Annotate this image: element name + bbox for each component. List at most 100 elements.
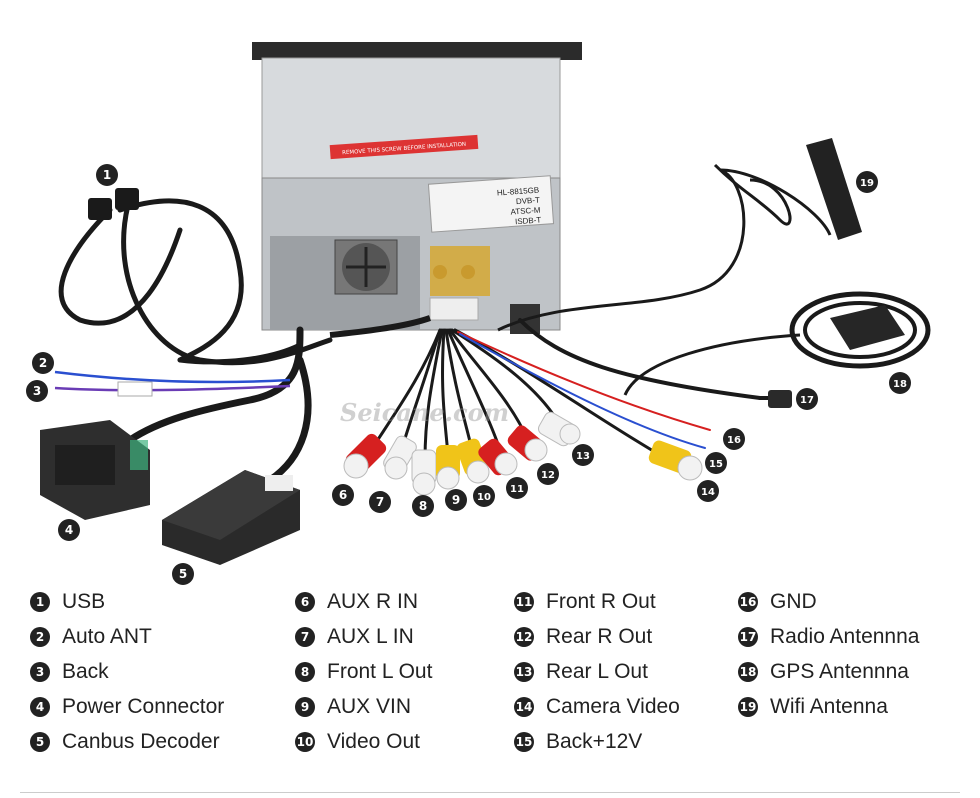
legend-item-18: 18 GPS Antennna: [738, 658, 909, 686]
rca-cables: [366, 318, 772, 462]
svg-text:4: 4: [65, 523, 73, 537]
legend-label: Auto ANT: [62, 625, 152, 648]
legend-label: GPS Antennna: [770, 660, 909, 683]
svg-text:9: 9: [452, 493, 460, 507]
legend-item-8: 8 Front L Out: [295, 658, 432, 686]
legend-number: 16: [738, 592, 758, 612]
callout-14: 14: [697, 480, 719, 502]
power-connector-icon: [40, 420, 150, 520]
legend-item-1: 1 USB: [30, 588, 105, 616]
legend-number: 7: [295, 627, 315, 647]
legend-number: 18: [738, 662, 758, 682]
legend-number: 10: [295, 732, 315, 752]
legend-label: Wifi Antenna: [770, 695, 888, 718]
svg-text:18: 18: [893, 379, 907, 390]
callout-7: 7: [369, 491, 391, 513]
legend-label: Front R Out: [546, 590, 656, 613]
callout-4: 4: [58, 519, 80, 541]
bottom-divider: [20, 792, 960, 793]
model-label: HL-8815GB DVB-T ATSC-M ISDB-T: [427, 175, 555, 233]
head-unit-illustration: REMOVE THIS SCREW BEFORE INSTALLATION HL…: [26, 42, 931, 585]
legend-item-6: 6 AUX R IN: [295, 588, 418, 616]
legend-item-12: 12 Rear R Out: [514, 623, 652, 651]
rca-plug-10: [456, 438, 490, 484]
model-line-1: HL-8815GB: [497, 186, 540, 198]
svg-text:8: 8: [419, 499, 427, 513]
canbus-decoder-icon: [162, 470, 300, 565]
legend-item-11: 11 Front R Out: [514, 588, 656, 616]
svg-text:19: 19: [860, 178, 874, 189]
usb-cables: [58, 198, 333, 366]
svg-text:2: 2: [39, 356, 47, 370]
legend-label: Canbus Decoder: [62, 730, 220, 753]
legend-number: 15: [514, 732, 534, 752]
rca-plug-8: [411, 449, 437, 496]
svg-text:17: 17: [800, 395, 814, 406]
svg-text:11: 11: [510, 484, 524, 495]
svg-text:3: 3: [33, 384, 41, 398]
legend-number: 8: [295, 662, 315, 682]
callout-15: 15: [705, 452, 727, 474]
callout-9: 9: [445, 489, 467, 511]
callout-16: 16: [723, 428, 745, 450]
legend-label: Front L Out: [327, 660, 433, 683]
callout-10: 10: [473, 485, 495, 507]
legend-number: 11: [514, 592, 534, 612]
legend-number: 12: [514, 627, 534, 647]
svg-text:7: 7: [376, 495, 384, 509]
callout-19: 19: [856, 171, 878, 193]
svg-text:13: 13: [576, 451, 590, 462]
power-harness: [126, 326, 312, 484]
svg-text:12: 12: [541, 470, 555, 481]
legend-label: GND: [770, 590, 817, 613]
callout-5: 5: [172, 563, 194, 585]
callout-8: 8: [412, 495, 434, 517]
legend-number: 3: [30, 662, 50, 682]
legend-label: Back: [62, 660, 109, 683]
callout-1: 1: [96, 164, 118, 186]
model-line-2: DVB-T: [516, 196, 541, 207]
callout-11: 11: [506, 477, 528, 499]
legend-number: 14: [514, 697, 534, 717]
rca-plug-12: [507, 425, 548, 462]
legend-item-13: 13 Rear L Out: [514, 658, 648, 686]
model-line-3: ATSC-M: [510, 205, 541, 216]
legend-item-5: 5 Canbus Decoder: [30, 728, 220, 756]
wire-tag: [117, 381, 153, 397]
main-harness: [329, 315, 431, 338]
rca-plug-9: [436, 445, 460, 490]
head-unit: REMOVE THIS SCREW BEFORE INSTALLATION HL…: [252, 42, 582, 334]
legend-number: 17: [738, 627, 758, 647]
rca-plug-14: [648, 440, 703, 481]
back-wire: [54, 384, 291, 392]
callout-17: 17: [796, 388, 818, 410]
legend-label: Rear R Out: [546, 625, 653, 648]
legend-number: 5: [30, 732, 50, 752]
callout-13: 13: [572, 444, 594, 466]
radio-antenna-connector-icon: [768, 390, 792, 408]
legend-number: 9: [295, 697, 315, 717]
legend-label: Video Out: [327, 730, 421, 753]
svg-text:15: 15: [709, 459, 723, 470]
svg-text:5: 5: [179, 567, 187, 581]
legend-label: Back+12V: [546, 730, 643, 753]
rca-plug-13: [537, 411, 581, 447]
rca-plug-7: [383, 435, 417, 480]
legend-item-9: 9 AUX VIN: [295, 693, 411, 721]
svg-text:1: 1: [103, 168, 111, 182]
legend-item-15: 15 Back+12V: [514, 728, 642, 756]
rca-plug-6: [343, 433, 387, 479]
legend-label: Power Connector: [62, 695, 225, 718]
legend-label: AUX VIN: [327, 695, 412, 718]
legend-label: USB: [62, 590, 106, 613]
callout-3: 3: [26, 380, 48, 402]
legend-number: 6: [295, 592, 315, 612]
svg-text:10: 10: [477, 492, 491, 503]
legend-label: Camera Video: [546, 695, 680, 718]
legend-item-17: 17 Radio Antennna: [738, 623, 919, 651]
legend-item-19: 19 Wifi Antenna: [738, 693, 888, 721]
legend-label: Radio Antennna: [770, 625, 920, 648]
svg-text:6: 6: [339, 488, 347, 502]
callout-2: 2: [32, 352, 54, 374]
